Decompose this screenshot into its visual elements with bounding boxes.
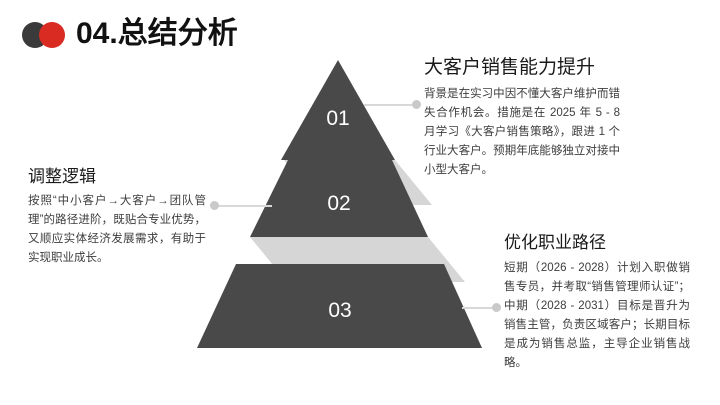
text-block-sales-capability: 大客户销售能力提升 背景是在实习中因不懂大客户维护而错失合作机会。措施是在 20…	[424, 55, 620, 180]
text-block-adjust-logic: 调整逻辑 按照“中小客户→大客户→团队管理”的路径进阶，既贴合专业优势，又顺应实…	[28, 166, 206, 268]
block-body-sales-capability: 背景是在实习中因不懂大客户维护而错失合作机会。措施是在 2025 年 5 - 8…	[424, 88, 620, 176]
block-title-adjust-logic: 调整逻辑	[28, 167, 96, 186]
pyramid-tier-1-label: 01	[326, 107, 349, 130]
connector-line	[364, 104, 418, 106]
page-title: 04.总结分析	[76, 17, 238, 50]
connector-tier-3	[462, 303, 504, 313]
block-title-sales-capability: 大客户销售能力提升	[424, 57, 596, 78]
slide-header: 04.总结分析	[22, 12, 238, 56]
pyramid-tier-2-label: 02	[327, 192, 350, 215]
connector-tier-1	[360, 100, 422, 110]
block-title-career-path: 优化职业路径	[504, 233, 606, 252]
block-body-career-path: 短期（2026 - 2028）计划入职做销售专员，并考取“销售管理师认证”；中期…	[504, 262, 690, 369]
logo-dots	[22, 19, 74, 49]
red-circle-icon	[39, 22, 65, 48]
text-block-career-path: 优化职业路径 短期（2026 - 2028）计划入职做销售专员，并考取“销售管理…	[504, 231, 690, 373]
pyramid-tier-2	[250, 160, 428, 237]
pyramid-tier-3	[197, 264, 482, 348]
block-body-adjust-logic: 按照“中小客户→大客户→团队管理”的路径进阶，既贴合专业优势，又顺应实体经济发展…	[28, 195, 206, 264]
pyramid-tier-1	[281, 60, 395, 160]
connector-knob	[492, 303, 501, 312]
connector-line	[462, 307, 498, 309]
connector-knob	[412, 100, 421, 109]
connector-knob	[210, 201, 219, 210]
connector-tier-2	[210, 201, 272, 211]
pyramid-diagram: 01 02 03	[180, 50, 510, 360]
pyramid-tier-3-label: 03	[328, 299, 351, 322]
connector-line	[216, 205, 272, 207]
